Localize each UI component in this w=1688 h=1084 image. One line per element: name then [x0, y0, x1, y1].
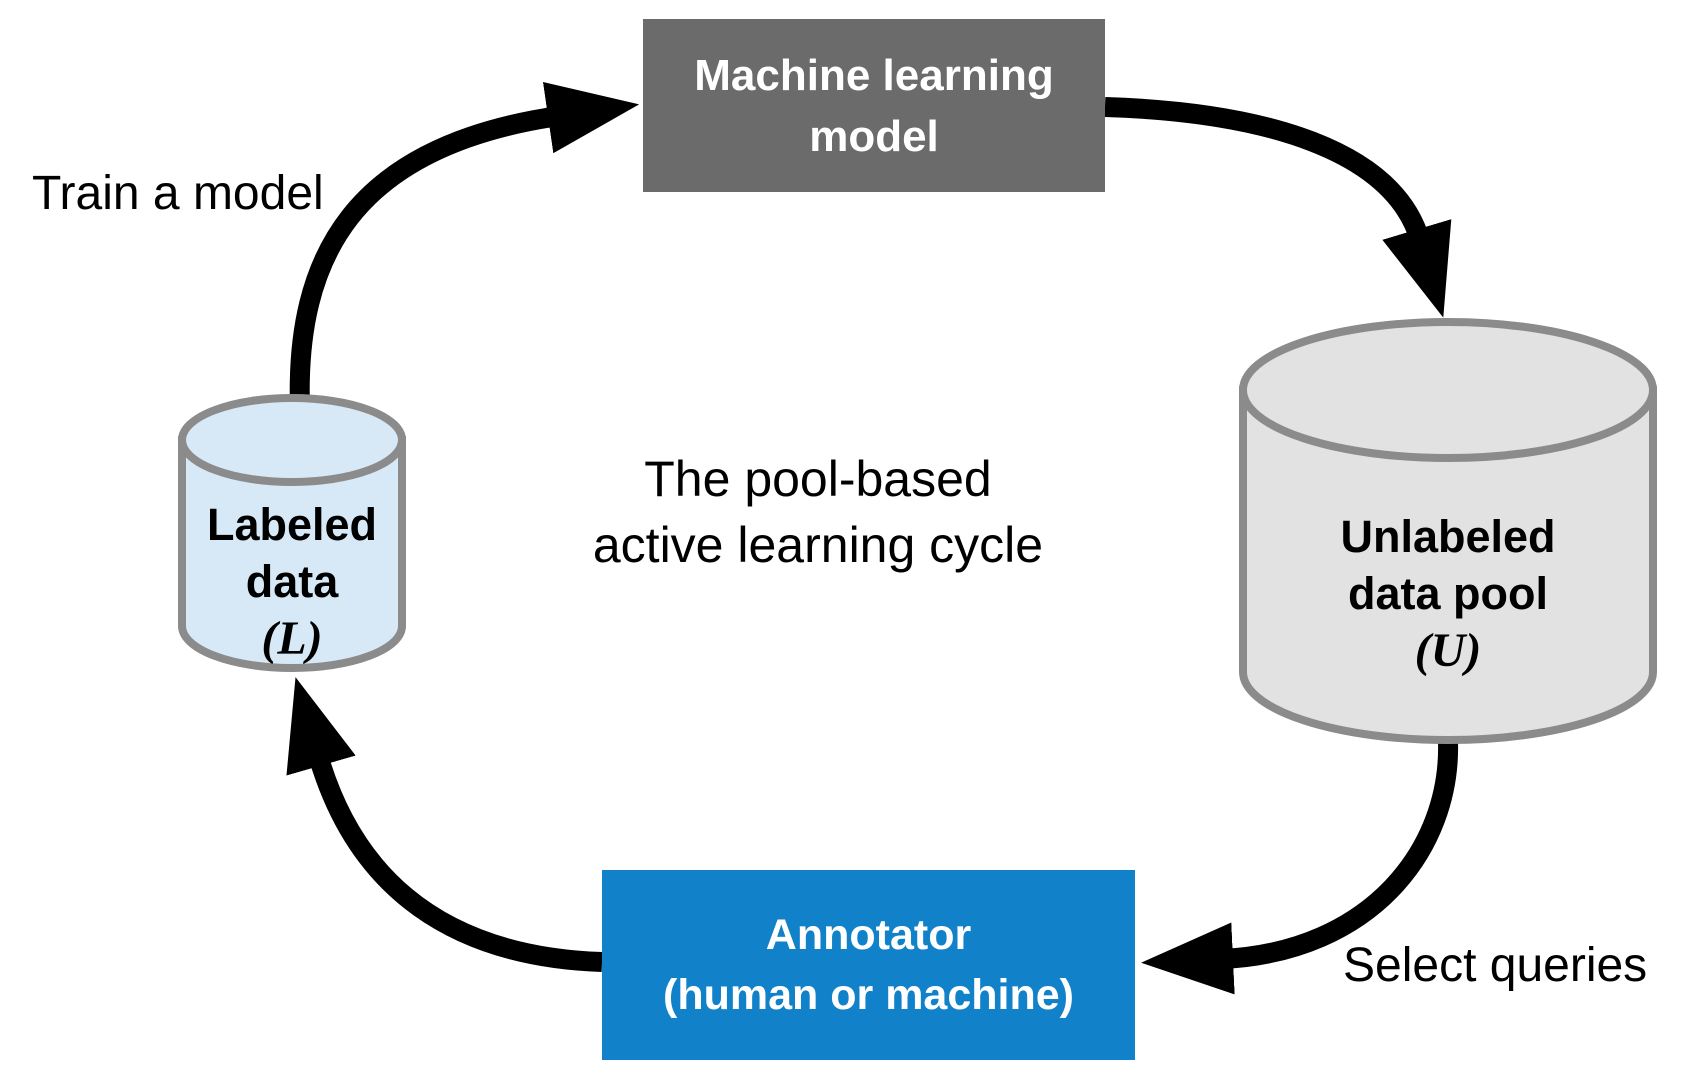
unlabeled-pool-line1: Unlabeled [1340, 511, 1556, 562]
diagram-title: The pool-based active learning cycle [518, 446, 1118, 578]
annotator-label-line2: (human or machine) [663, 971, 1074, 1019]
annotator-label-line1: Annotator [765, 911, 972, 959]
labeled-data-symbol: (L) [261, 612, 323, 665]
labeled-data-line2: data [245, 556, 339, 607]
labeled-cylinder-top [178, 394, 406, 486]
labeled-data-cylinder [178, 394, 406, 672]
unlabeled-pool-symbol: (U) [1414, 624, 1482, 677]
cycle-arrows [286, 81, 1459, 995]
annotator-box: Annotator (human or machine) [602, 870, 1135, 1060]
labeled-data-line1: Labeled [206, 499, 378, 550]
select-edge-label: Select queries [1343, 939, 1648, 992]
model-label-line2: model [809, 111, 939, 161]
labeled-cylinder-body [178, 436, 406, 672]
unlabeled-pool-line2: data pool [1348, 568, 1548, 619]
diagram-title-line2: active learning cycle [592, 517, 1044, 573]
unlabeled-cylinder-body [1239, 386, 1657, 744]
unlabeled-pool-cylinder [1239, 318, 1657, 744]
diagram-title-line1: The pool-based [644, 451, 992, 507]
unlabeled-cylinder-top [1239, 318, 1657, 462]
labeled-data-label: Labeled data (L) [182, 496, 402, 667]
train-edge-label: Train a model [32, 167, 324, 220]
model-label-line1: Machine learning [694, 50, 1054, 100]
machine-learning-model-box: Machine learning model [643, 19, 1105, 192]
arrow-annotate-to-labeled [286, 677, 603, 972]
arrow-model-to-pool [1104, 97, 1452, 318]
arrow-select-queries [1141, 741, 1459, 995]
unlabeled-pool-label: Unlabeled data pool (U) [1298, 508, 1598, 679]
arrow-train-model [289, 81, 640, 409]
